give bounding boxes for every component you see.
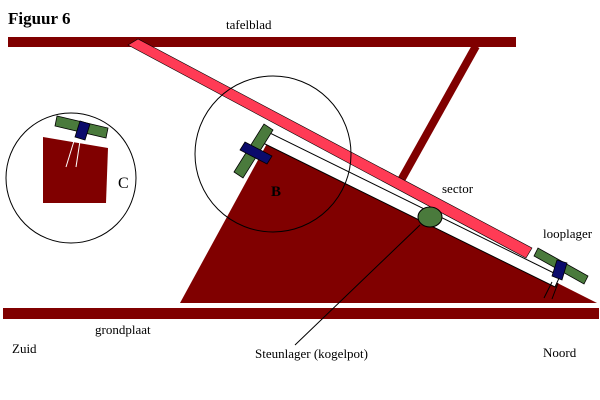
sector-triangle xyxy=(180,138,597,303)
detail-circle-c xyxy=(5,112,137,244)
steunlager-icon xyxy=(417,206,443,228)
sector-label: sector xyxy=(442,181,474,196)
noord-label: Noord xyxy=(543,345,577,360)
roller-bearing-icon xyxy=(533,247,589,300)
tafelblad-label: tafelblad xyxy=(226,17,272,32)
steunlager-label: Steunlager (kogelpot) xyxy=(255,346,368,361)
grondplaat-bar xyxy=(3,308,599,319)
support-strut xyxy=(396,44,480,184)
zuid-label: Zuid xyxy=(12,341,37,356)
hinge-bearing-icon xyxy=(233,123,274,179)
tafelblad-bar xyxy=(8,37,516,47)
detail-c-block xyxy=(43,137,108,203)
detail-b-label: B xyxy=(271,184,281,200)
grondplaat-label: grondplaat xyxy=(95,322,151,337)
hinge-bearing-icon xyxy=(54,115,109,168)
steunlager-pointer xyxy=(294,224,421,346)
looplager-label: looplager xyxy=(543,226,593,241)
figure-title: Figuur 6 xyxy=(8,9,71,28)
detail-c-label: C xyxy=(118,175,129,192)
detail-circle-b xyxy=(194,75,352,233)
tilted-rail xyxy=(127,38,533,259)
